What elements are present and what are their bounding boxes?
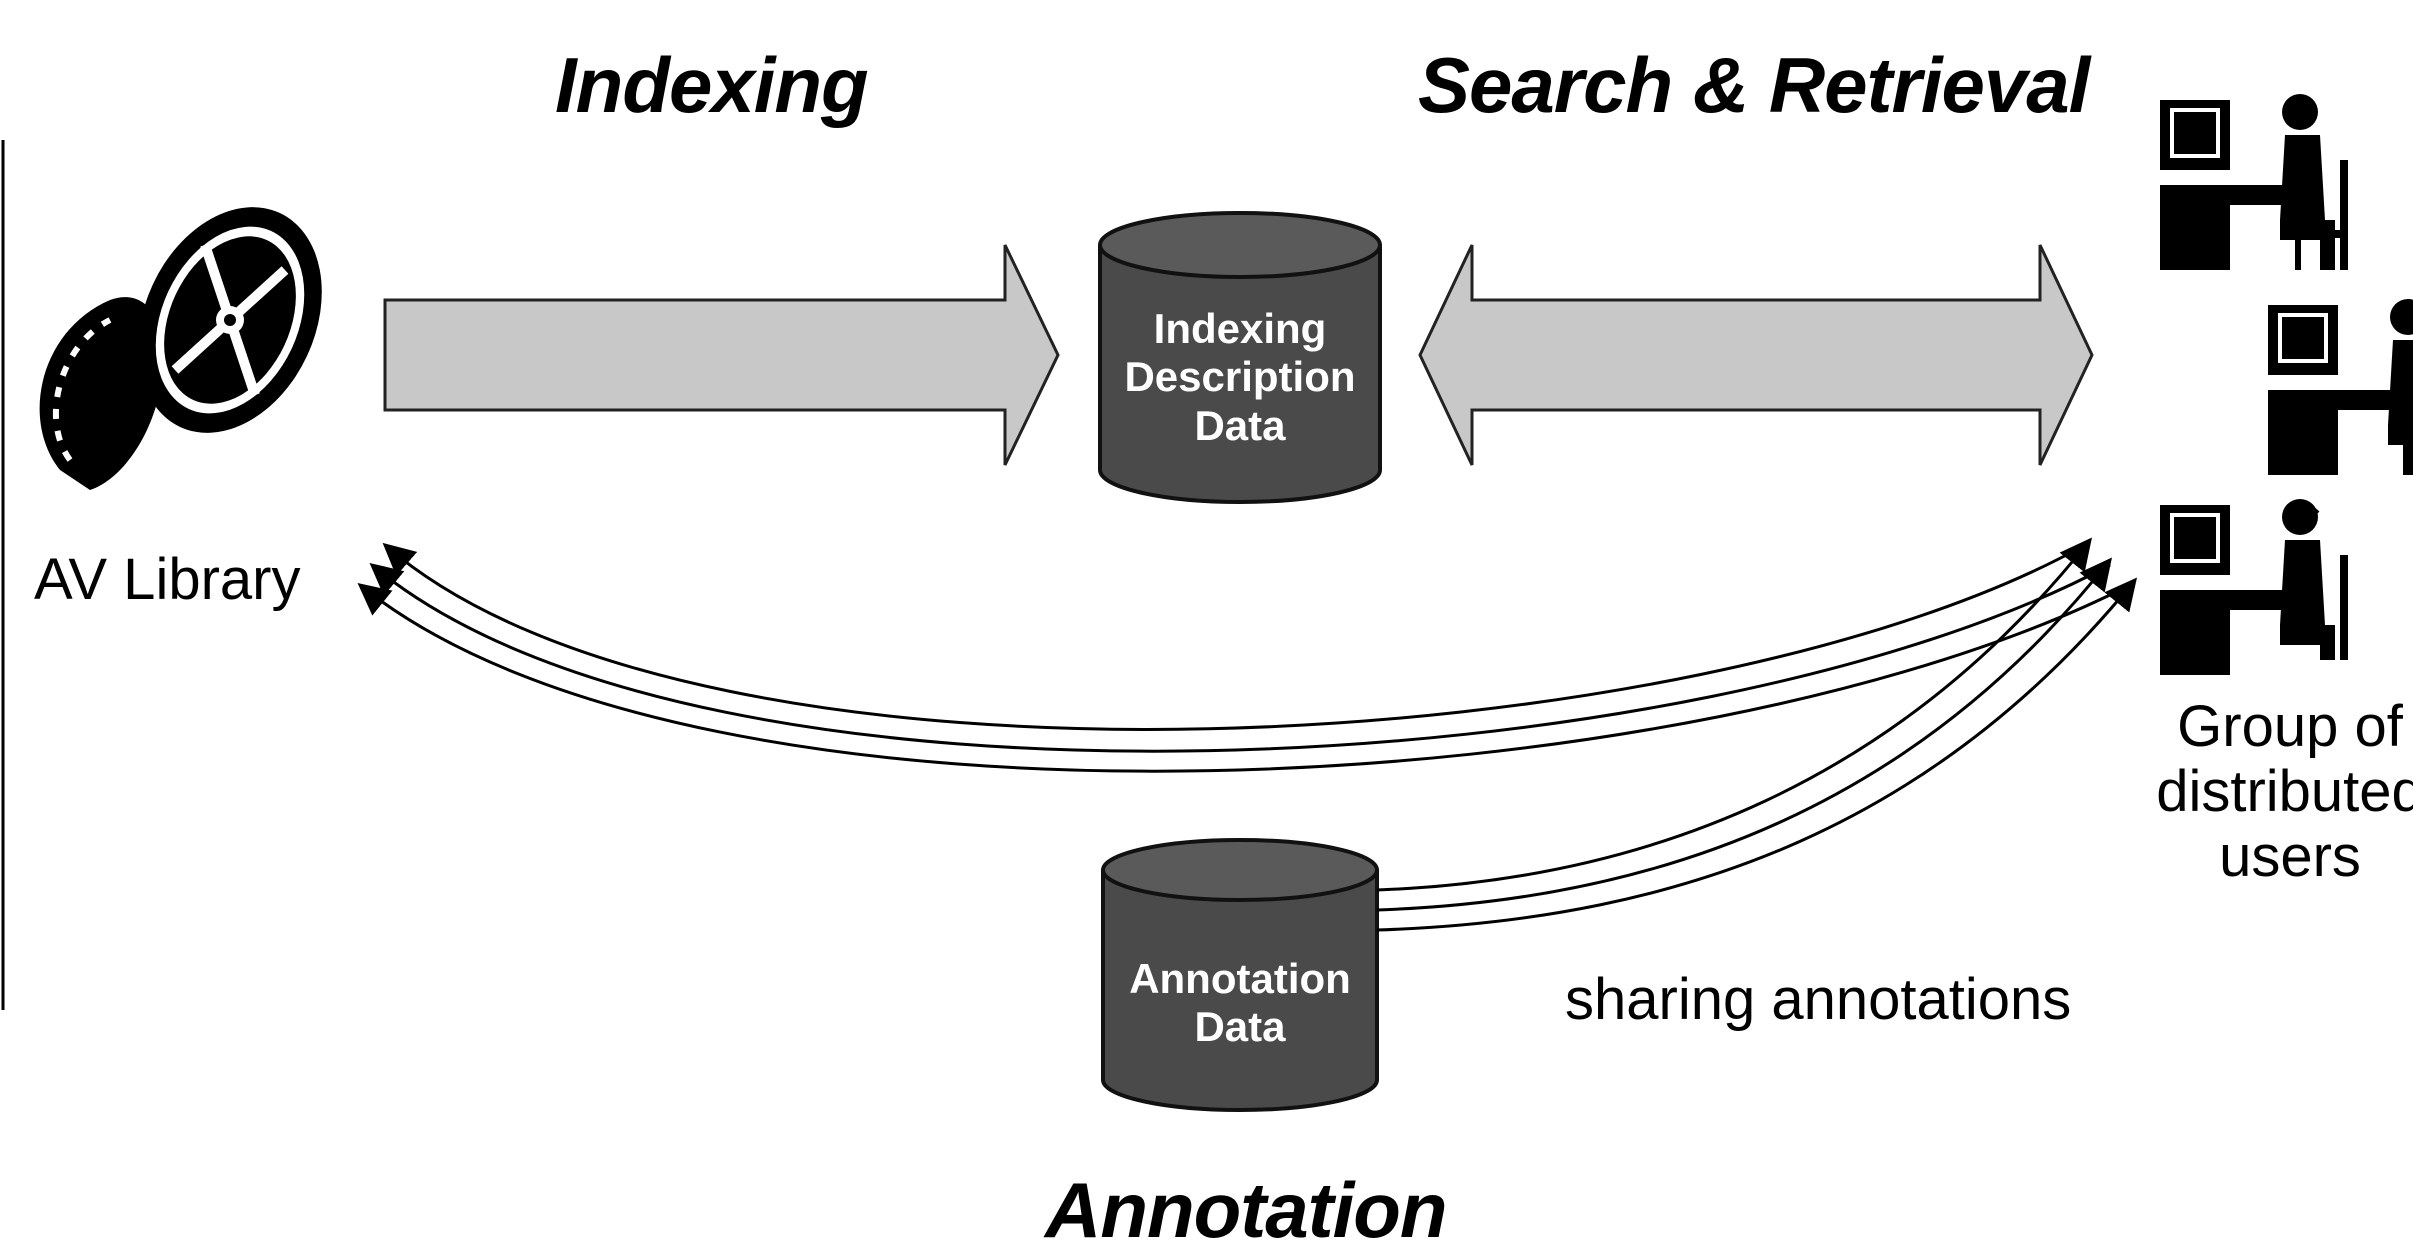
user-at-computer-icon: [2268, 299, 2413, 475]
indexing-db-label: Indexing Description Data: [1100, 305, 1380, 450]
users-label: Group of distributed users: [2150, 694, 2413, 890]
film-reel-icon: [39, 207, 322, 490]
user-at-computer-icon: [2160, 94, 2348, 270]
users-label-line2: distributed: [2156, 758, 2413, 824]
indexing-db-line3: Data: [1194, 401, 1286, 449]
sharing-curves-from-annotation: [1376, 537, 2138, 932]
annotation-db-line1: Annotation: [1129, 955, 1351, 1002]
indexing-heading: Indexing: [555, 41, 869, 129]
sharing-curves-to-library: [357, 542, 2131, 773]
annotation-db-line2: Data: [1194, 1003, 1286, 1051]
indexing-description-database: [1098, 211, 1382, 504]
indexing-arrow: [383, 244, 1060, 466]
annotation-heading: Annotation: [1045, 1166, 1448, 1254]
user-at-computer-icon: [2160, 499, 2348, 675]
annotation-database: [1101, 838, 1379, 1112]
av-library-label: AV Library: [34, 547, 301, 612]
annotation-db-label: Annotation Data: [1103, 955, 1377, 1052]
sharing-annotations-label: sharing annotations: [1565, 967, 2072, 1032]
indexing-db-line1: Indexing: [1153, 305, 1327, 352]
indexing-db-line2: Description: [1124, 353, 1356, 401]
search-retrieval-heading: Search & Retrieval: [1418, 41, 2090, 129]
users-label-line3: users: [2219, 823, 2361, 889]
search-retrieval-arrow: [1418, 244, 2094, 466]
users-label-line1: Group of: [2177, 694, 2403, 759]
diagram-canvas: [1, 94, 2413, 1112]
